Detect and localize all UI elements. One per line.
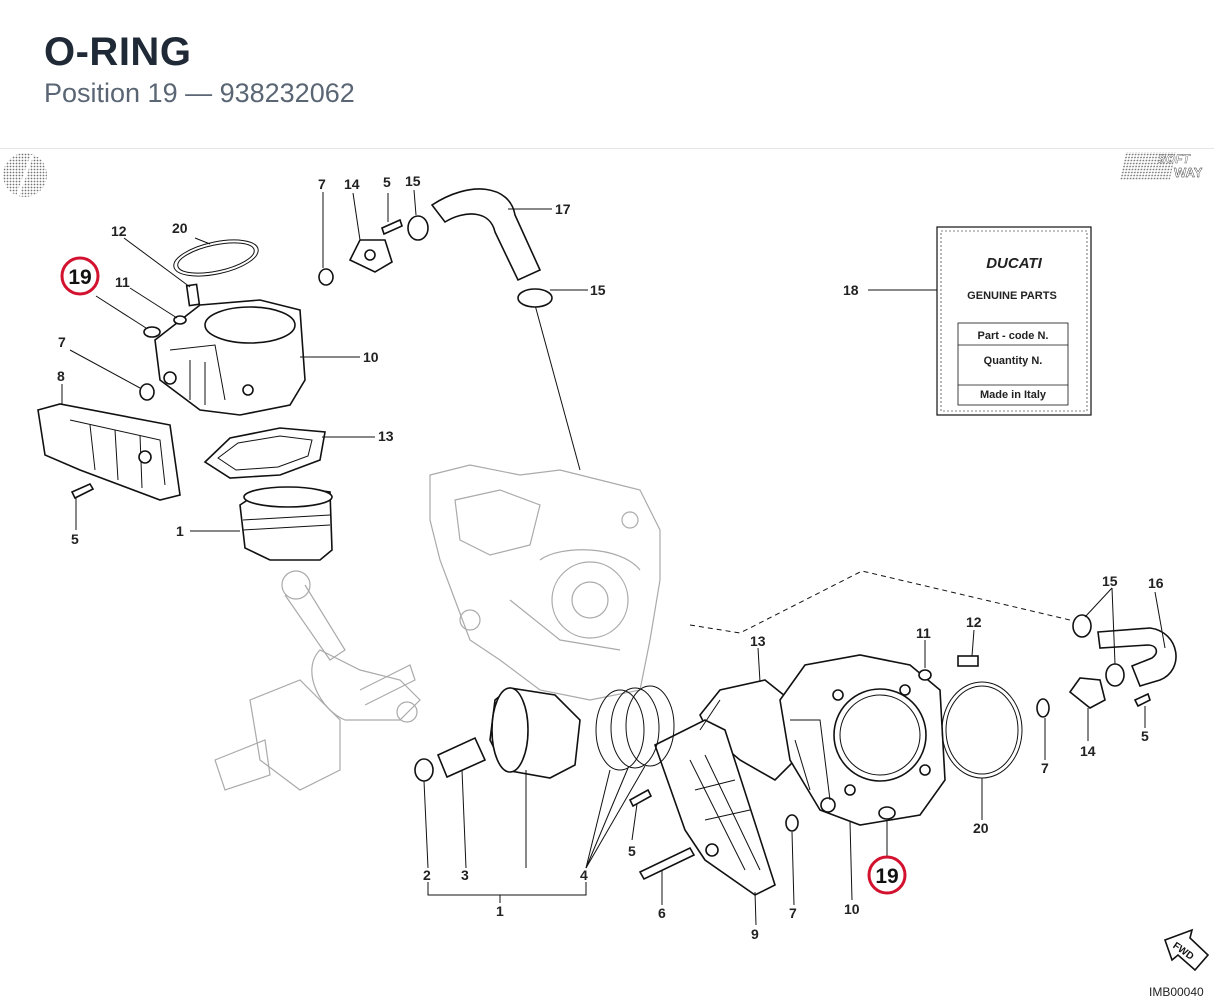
callout-14: 14 [344,176,360,192]
card-part-code: Part - code N. [978,330,1049,342]
callout-4: 4 [580,867,588,883]
callout-1-right: 1 [496,903,504,919]
softway-logo: SOFT WAY [1119,152,1203,180]
callout-18: 18 [843,282,859,298]
highlight-19-upper[interactable]: 19 [60,256,100,296]
callout-labels-right: 15 16 11 12 13 14 5 7 20 2 3 4 1 5 6 9 7… [423,573,1164,942]
callout-labels-left: 7 14 5 15 17 20 12 11 7 8 10 15 13 1 5 [57,173,606,547]
highlight-19-front[interactable]: 19 [867,855,907,895]
o-ring-19-front [878,806,896,820]
callout-8: 8 [57,368,65,384]
callout-20: 20 [172,220,188,236]
callout-10: 10 [363,349,379,365]
diagram-code: IMB00040 [1149,985,1204,999]
callout-16: 16 [1148,575,1164,591]
callout-17: 17 [555,201,571,217]
genuine-parts-card: DUCATI GENUINE PARTS Part - code N. Quan… [868,226,1092,416]
callout-1: 1 [176,523,184,539]
callout-7-left: 7 [58,334,66,350]
crankcase-outline [429,464,661,701]
highlight-19-front-label: 19 [875,865,898,888]
callout-5-left: 5 [71,531,79,547]
callout-11: 11 [115,274,130,290]
callout-3: 3 [461,867,469,883]
o-ring-19-upper [143,326,161,338]
callout-12-right: 12 [966,614,982,630]
card-genuine-parts: GENUINE PARTS [967,290,1057,302]
page-header: O-RING Position 19 — 938232062 [0,0,1214,149]
callout-13-right: 13 [750,633,766,649]
callout-5: 5 [383,174,391,190]
highlight-19-upper-label: 19 [68,266,91,289]
callout-13: 13 [378,428,394,444]
callout-7-right: 7 [1041,760,1049,776]
callout-14-right: 14 [1080,743,1096,759]
callout-12: 12 [111,223,127,239]
card-quantity: Quantity N. [984,355,1043,367]
callout-7: 7 [318,176,326,192]
callout-10-right: 10 [844,901,860,917]
callout-9: 9 [751,926,759,942]
callout-20-right: 20 [973,820,989,836]
callout-2: 2 [423,867,431,883]
callout-6: 6 [658,905,666,921]
callout-5-mid: 5 [628,843,636,859]
fwd-arrow-icon: FWD [1163,928,1210,972]
hose-link-line [534,304,581,471]
leader-lines [61,189,1166,926]
o-ring-20-upper [173,239,259,277]
front-cylinder-assembly [414,614,1177,896]
logo-soft: SOFT [1158,152,1192,166]
callout-7-mid: 7 [789,905,797,921]
card-made-in: Made in Italy [980,389,1047,401]
assembly-link-line [689,570,1071,634]
callout-5-right: 5 [1141,728,1149,744]
logo-way: WAY [1174,165,1203,180]
crankshaft-connecting-rod [214,570,421,791]
callout-15-right: 15 [1102,573,1118,589]
base-gasket-13 [203,427,326,479]
rear-cylinder-assembly [37,188,553,561]
page-subtitle: Position 19 — 938232062 [44,78,355,108]
card-brand: DUCATI [986,255,1042,272]
exploded-diagram: SOFT WAY [3,152,1210,999]
o-ring-20-front [941,681,1023,779]
page-title: O-RING [44,30,192,74]
brand-circle-icon [3,153,47,197]
callout-15: 15 [405,173,421,189]
callout-15-lower: 15 [590,282,606,298]
callout-11-right: 11 [916,625,931,641]
